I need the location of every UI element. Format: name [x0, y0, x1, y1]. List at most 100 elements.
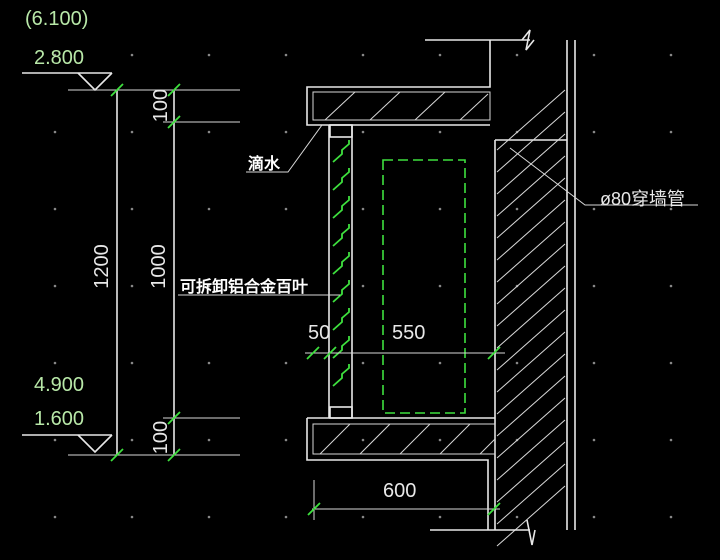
- hatch-line: [496, 177, 566, 239]
- hatch-line: [496, 111, 566, 173]
- louver-slat: [332, 140, 350, 163]
- grid-dot: [130, 284, 134, 288]
- grid-dot: [515, 207, 519, 211]
- dim-bottom-slab: 100: [150, 420, 173, 455]
- ac-unit-outline: [382, 159, 466, 414]
- grid-dot: [361, 515, 365, 519]
- hatch-line: [496, 309, 566, 371]
- grid-dot: [130, 438, 134, 442]
- grid-dot: [669, 130, 673, 134]
- grid-dot: [361, 284, 365, 288]
- grid-dot: [284, 207, 288, 211]
- grid-dot: [130, 515, 134, 519]
- hatch-line: [496, 485, 566, 547]
- hatch-line: [496, 265, 566, 327]
- label-pipe: ø80穿墙管: [600, 189, 686, 209]
- grid-dot: [53, 361, 57, 365]
- grid-dot: [207, 438, 211, 442]
- leaders: [178, 124, 698, 296]
- hatch-line: [496, 397, 566, 459]
- elevation-bottom-upper: 4.900: [34, 374, 85, 396]
- louver-slat: [332, 196, 350, 219]
- hatch-line: [496, 89, 566, 151]
- elevation-marker-bottom: [22, 434, 113, 454]
- grid-dot: [361, 207, 365, 211]
- dim-inner-depth: 550: [392, 322, 426, 344]
- hatch-line: [496, 463, 566, 525]
- grid-dot: [284, 515, 288, 519]
- louver-slat: [332, 224, 350, 247]
- grid-dot: [207, 284, 211, 288]
- bottom-slab: [306, 417, 496, 530]
- grid-dots: [53, 53, 673, 519]
- grid-dot: [515, 361, 519, 365]
- label-louver: 可拆卸铝合金百叶: [180, 277, 309, 296]
- louver-slat: [332, 308, 350, 331]
- hatch-line: [496, 221, 566, 283]
- grid-dot: [53, 438, 57, 442]
- grid-dot: [361, 361, 365, 365]
- grid-dot: [669, 438, 673, 442]
- hatch-line: [496, 155, 566, 217]
- hatch-line: [496, 419, 566, 481]
- grid-dot: [207, 53, 211, 57]
- dim-top-slab: 100: [150, 88, 173, 123]
- grid-dot: [284, 438, 288, 442]
- hatch-line: [496, 287, 566, 349]
- hatch-line: [496, 353, 566, 415]
- louver-slat: [332, 364, 350, 387]
- grid-dot: [438, 284, 442, 288]
- dim-opening-height: 1000: [147, 244, 170, 289]
- elevation-top-bracket: (6.100): [25, 8, 89, 30]
- grid-dot: [438, 53, 442, 57]
- grid-dot: [53, 207, 57, 211]
- vertical-dimensions: [68, 83, 240, 462]
- louver-slat: [332, 168, 350, 191]
- horizontal-dimensions: [305, 346, 505, 520]
- grid-dot: [207, 361, 211, 365]
- grid-dot: [592, 515, 596, 519]
- grid-dot: [438, 130, 442, 134]
- grid-dot: [130, 361, 134, 365]
- grid-dot: [130, 53, 134, 57]
- grid-dot: [53, 284, 57, 288]
- grid-dot: [669, 361, 673, 365]
- grid-dot: [207, 130, 211, 134]
- louver-slat: [332, 280, 350, 303]
- grid-dot: [361, 130, 365, 134]
- grid-dot: [284, 284, 288, 288]
- grid-dot: [592, 284, 596, 288]
- grid-dot: [438, 438, 442, 442]
- grid-dot: [592, 361, 596, 365]
- grid-dot: [53, 515, 57, 519]
- grid-dot: [284, 130, 288, 134]
- grid-dot: [515, 515, 519, 519]
- louver: [328, 124, 353, 419]
- grid-dot: [438, 207, 442, 211]
- grid-dot: [53, 130, 57, 134]
- grid-dot: [669, 53, 673, 57]
- elevation-marker-top: [22, 72, 113, 92]
- grid-dot: [130, 207, 134, 211]
- grid-dot: [207, 207, 211, 211]
- hatch-line: [496, 243, 566, 305]
- grid-dot: [130, 130, 134, 134]
- grid-dot: [515, 53, 519, 57]
- grid-dot: [669, 284, 673, 288]
- grid-dot: [284, 361, 288, 365]
- louver-slat: [332, 252, 350, 275]
- grid-dot: [669, 515, 673, 519]
- hatch-line: [496, 331, 566, 393]
- grid-dot: [592, 130, 596, 134]
- hatch-line: [496, 375, 566, 437]
- grid-dot: [592, 438, 596, 442]
- hatch-line: [496, 441, 566, 503]
- grid-dot: [207, 515, 211, 519]
- grid-dot: [53, 53, 57, 57]
- top-slab: [306, 39, 530, 126]
- grid-dot: [284, 53, 288, 57]
- dim-slab-depth: 600: [383, 480, 417, 502]
- grid-dot: [361, 438, 365, 442]
